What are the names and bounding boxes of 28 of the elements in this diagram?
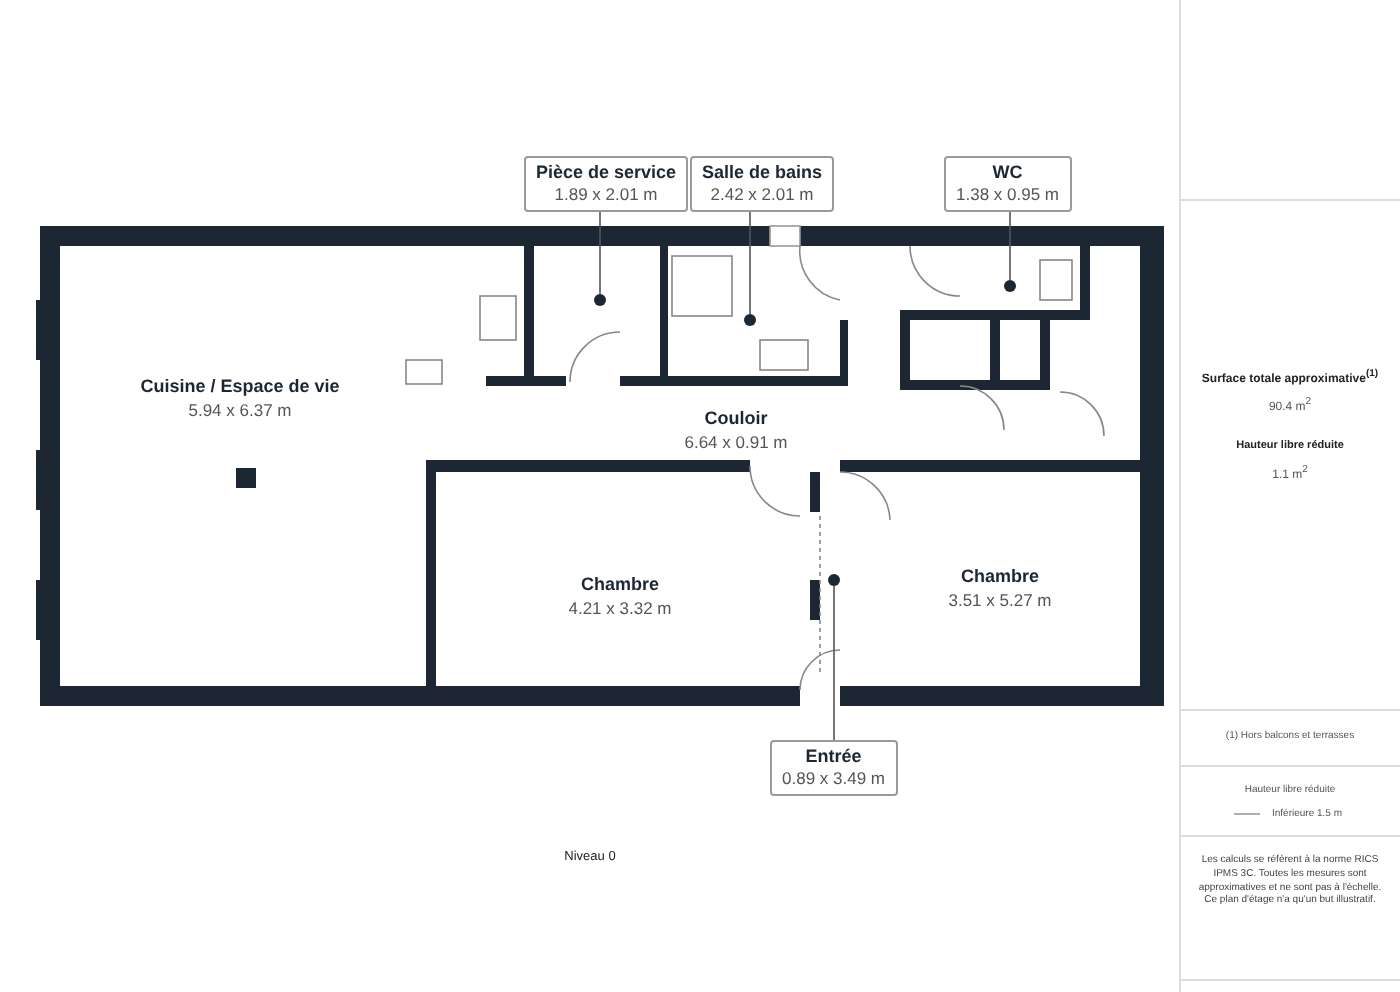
- room-name: WC: [990, 162, 1025, 185]
- room-callout: [770, 740, 898, 796]
- room-dimensions: 6.64 x 0.91 m: [684, 432, 788, 453]
- room-marker-dot: [828, 574, 840, 586]
- room-dimensions: 4.21 x 3.32 m: [568, 598, 672, 619]
- room-dimensions: 1.89 x 2.01 m: [552, 184, 660, 206]
- room-name: Salle de bains: [702, 162, 823, 185]
- leader-line: [1009, 210, 1011, 281]
- room-dimensions: 2.42 x 2.01 m: [708, 184, 816, 206]
- room-marker-dot: [594, 294, 606, 306]
- room-callout: [524, 156, 689, 212]
- leader-line: [833, 585, 835, 741]
- room-marker-dot: [1004, 280, 1016, 292]
- room-dimensions: 3.51 x 5.27 m: [948, 590, 1052, 611]
- room-dimensions: 0.89 x 3.49 m: [782, 768, 886, 790]
- room-name: Pièce de service: [536, 162, 677, 185]
- room-name: Entrée: [803, 746, 864, 769]
- leader-line: [749, 210, 751, 315]
- room-name: Couloir: [704, 408, 768, 430]
- room-dimensions: 1.38 x 0.95 m: [956, 184, 1060, 206]
- room-name: Chambre: [961, 566, 1039, 588]
- room-name: Cuisine / Espace de vie: [140, 376, 340, 398]
- room-dimensions: 5.94 x 6.37 m: [188, 400, 292, 421]
- room-marker-dot: [744, 314, 756, 326]
- room-callout: [690, 156, 835, 212]
- room-callout: [944, 156, 1072, 212]
- leader-line: [599, 210, 601, 295]
- room-name: Chambre: [581, 574, 659, 596]
